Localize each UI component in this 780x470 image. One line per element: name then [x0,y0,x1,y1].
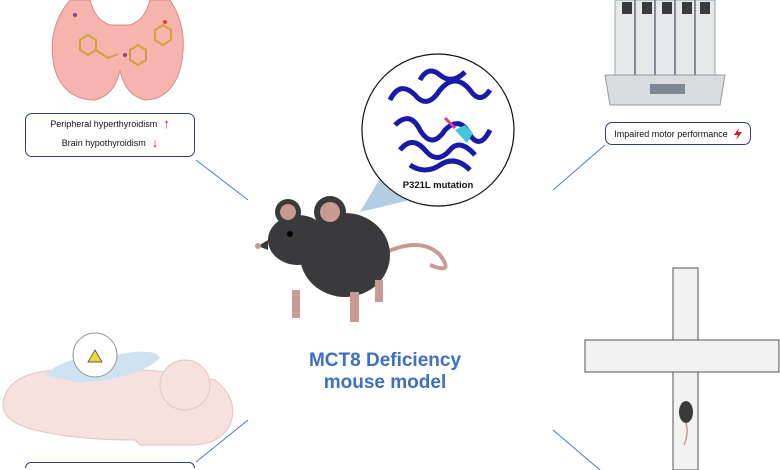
cross-maze-illustration [584,267,780,470]
connector-lines [195,144,606,470]
brain-illustration [2,332,234,446]
thyroid-illustration [51,0,184,101]
mutation-label: P321L mutation [402,180,474,191]
effect-peripheral-hyperthyroidism: Peripheral hyperthyroidism ↑ [26,114,194,133]
brain-effects-box [25,462,195,468]
title-line-2: mouse model [323,372,447,393]
title-line-1: MCT8 Deficiency [308,350,462,371]
connector-brain [195,419,249,463]
motor-effects-box: Impaired motor performance [605,122,751,145]
effect-brain-hypothyroidism: Brain hypothyroidism ↓ [26,133,194,152]
arrow-up-icon: ↑ [163,116,170,131]
protein-structure [360,53,515,212]
effect-motor-performance: Impaired motor performance [606,123,750,144]
effect-label: Impaired motor performance [614,128,728,139]
model-title: MCT8 Deficiency mouse model [285,350,485,394]
effect-label: Brain hypothyroidism [61,137,146,148]
lightning-icon [733,127,742,140]
arrow-down-icon: ↓ [151,135,159,150]
mouse-illustration [255,196,448,322]
thyroid-effects-box: Peripheral hyperthyroidism ↑ Brain hypot… [25,113,195,157]
rotarod-illustration [604,0,726,106]
connector-maze [552,429,601,470]
connector-thyroid [195,159,249,201]
connector-motor [552,144,606,191]
effect-label: Peripheral hyperthyroidism [50,118,158,129]
